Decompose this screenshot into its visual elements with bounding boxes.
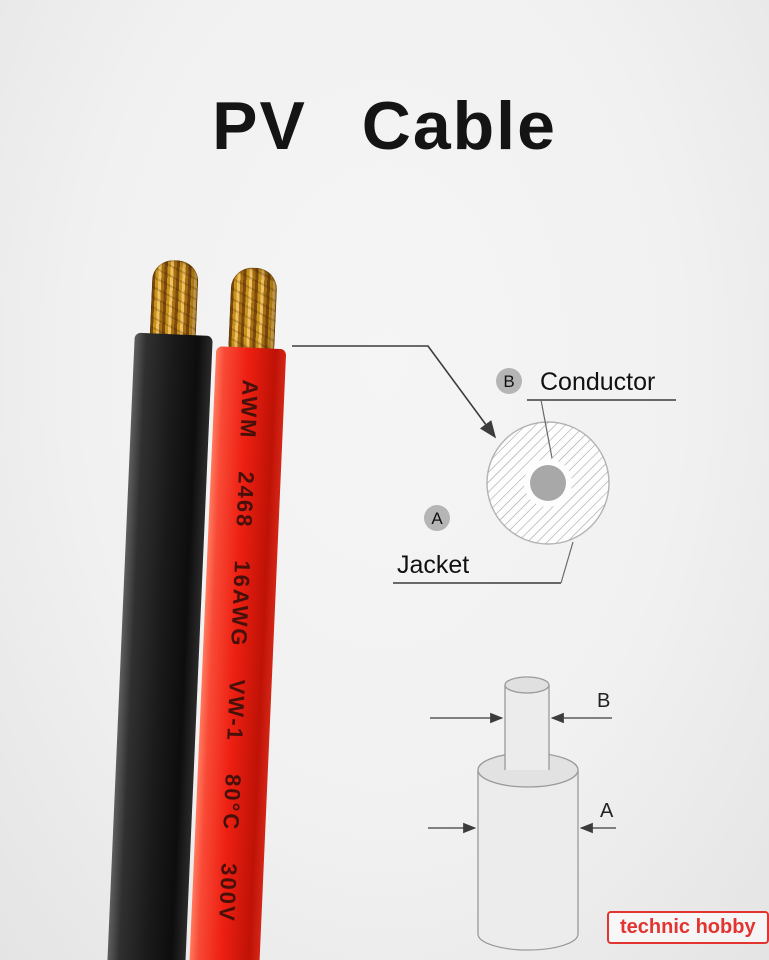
jacket-circle <box>486 421 610 545</box>
leader-arrow <box>292 345 497 439</box>
jacket-hatching <box>487 422 609 544</box>
conductor-pointer-line <box>540 399 553 459</box>
inner-cylinder-body <box>505 685 549 770</box>
black-cable-conductor-strands <box>149 259 200 340</box>
brand-logo: technic hobby <box>607 911 769 944</box>
outer-cylinder-top <box>477 752 579 788</box>
red-cable-conductor-strands <box>228 266 278 351</box>
cable-illustration: AWM 2468 16AWG VW-1 80°C 300V <box>106 259 290 960</box>
conductor-gap <box>524 459 572 507</box>
dimension-diagram: B A <box>428 676 616 951</box>
jacket-pointer-line <box>560 541 574 584</box>
conductor-label: Conductor <box>540 368 655 396</box>
inner-cylinder-outline <box>504 685 550 770</box>
badge-b-circle <box>496 368 522 394</box>
cable-print-text: AWM 2468 16AWG VW-1 80°C 300V <box>214 379 263 924</box>
cross-section-diagram: B Conductor A Jacket <box>393 368 676 584</box>
outer-cylinder-body <box>478 770 578 950</box>
badge-a-circle <box>424 505 450 531</box>
outer-cylinder-outline <box>477 770 579 951</box>
badge-b-label: B <box>503 372 514 391</box>
page-title: PV Cable <box>212 88 557 164</box>
dim-a-label: A <box>600 800 614 822</box>
badge-a-label: A <box>431 509 443 528</box>
inner-cylinder-top <box>504 676 550 694</box>
dim-b-label: B <box>597 690 610 712</box>
jacket-label: Jacket <box>397 551 469 579</box>
conductor-circle <box>530 465 566 501</box>
